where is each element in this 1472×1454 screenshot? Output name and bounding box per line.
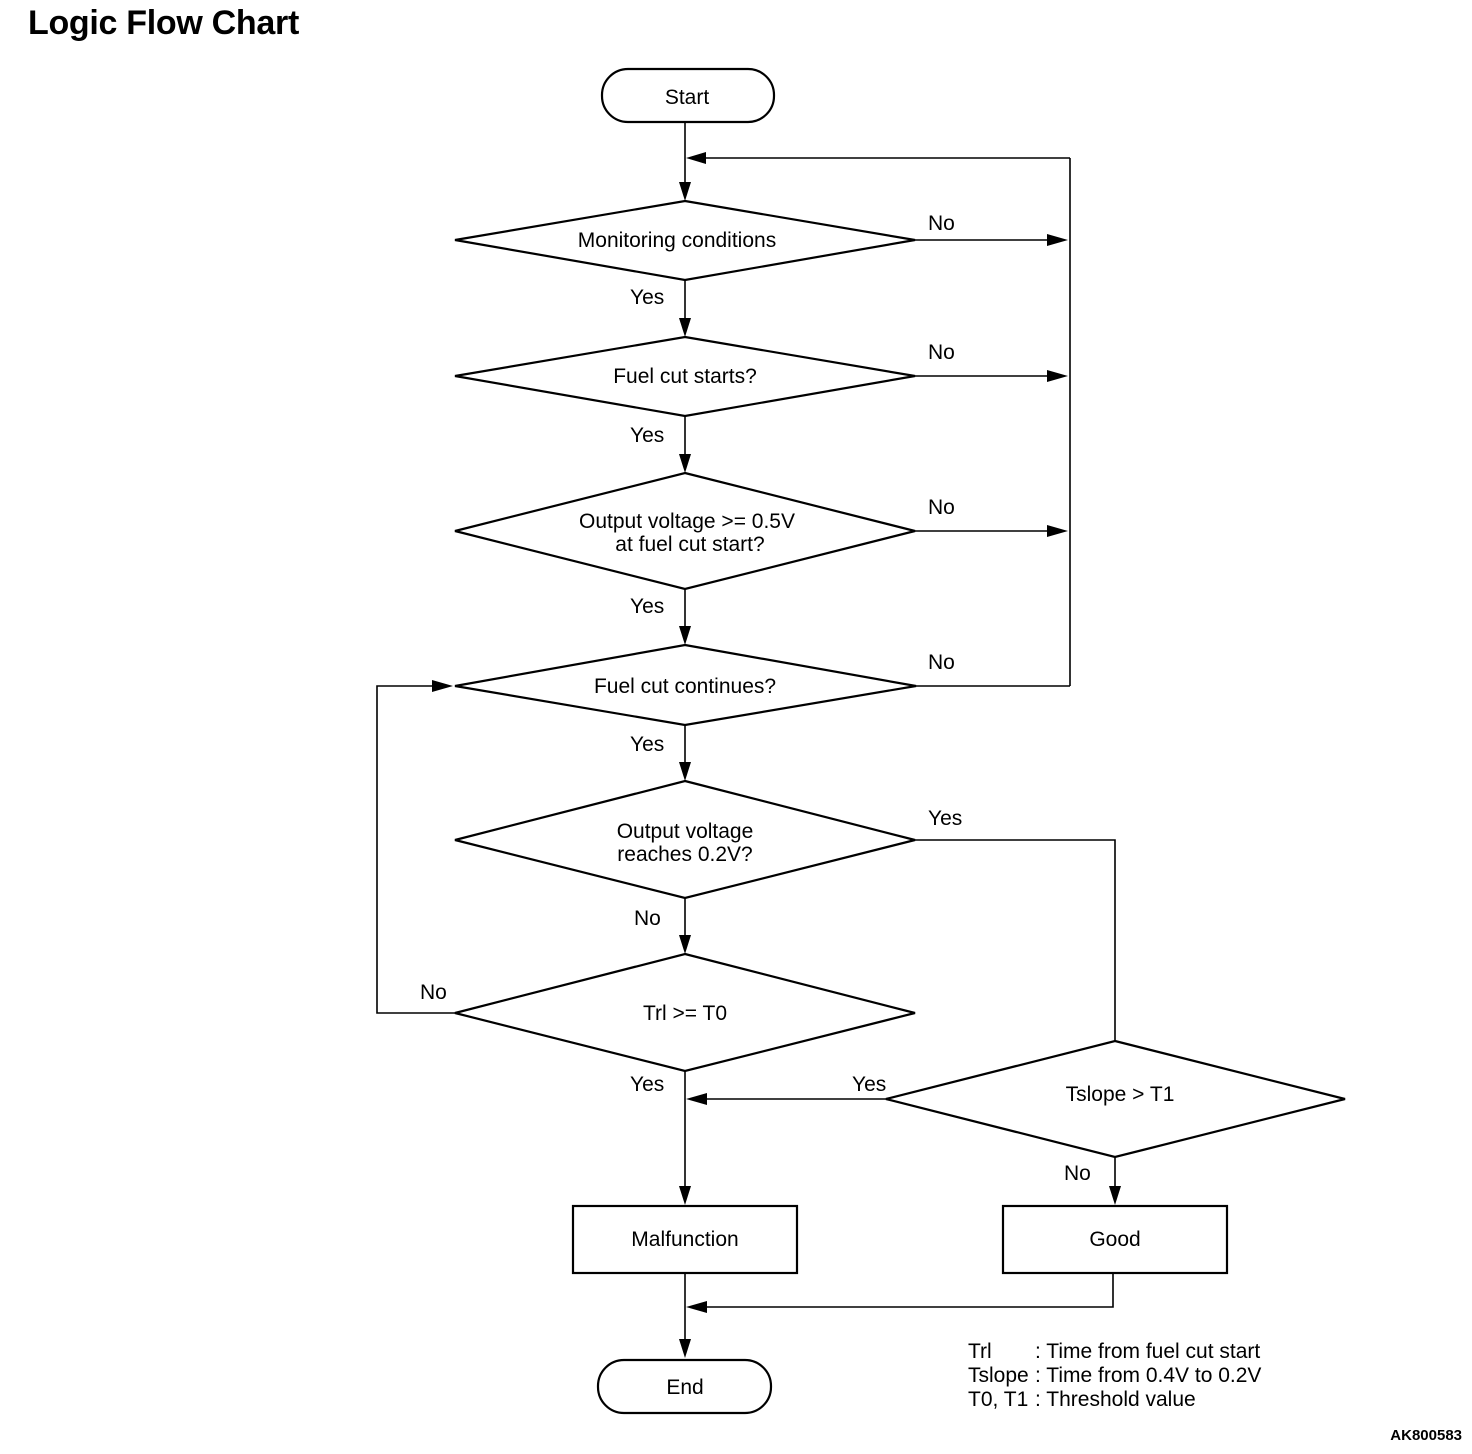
- monitoring-yes-label: Yes: [630, 286, 664, 309]
- page-title: Logic Flow Chart: [28, 4, 299, 42]
- end-terminal: End: [596, 1358, 773, 1415]
- connector-trl-t0-no: [376, 685, 455, 1014]
- decision-fuel-cut-starts: Fuel cut starts?: [454, 335, 916, 418]
- decision-fuel-cut-continues: Fuel cut continues?: [454, 643, 917, 727]
- reaches-02-label-line1: Output voltage: [617, 820, 754, 843]
- decision-output-voltage-reaches-02: Output voltage reaches 0.2V?: [454, 779, 916, 900]
- fuel-cut-continues-label: Fuel cut continues?: [594, 675, 776, 698]
- reference-code: AK800583: [1390, 1427, 1462, 1444]
- arrowhead-good-merge: [686, 1301, 707, 1313]
- arrowhead-into-fuel-cut-starts: [679, 318, 691, 337]
- connector-reaches-02-yes: [915, 839, 1116, 1041]
- connectors: [376, 122, 1121, 1358]
- trl-t0-label: Trl >= T0: [643, 1002, 727, 1025]
- decision-tslope-t1: Tslope > T1: [885, 1039, 1346, 1159]
- arrowhead-loopback-left: [432, 680, 453, 692]
- decision-trl-t0: Trl >= T0: [454, 952, 916, 1073]
- output-voltage-05-yes-label: Yes: [630, 595, 664, 618]
- arrowhead-tslope-t1-yes: [686, 1093, 707, 1105]
- arrowhead-into-malfunction: [679, 1186, 691, 1205]
- reaches-02-yes-label: Yes: [928, 807, 962, 830]
- trl-t0-no-label: No: [420, 981, 447, 1004]
- legend-term-tslope: Tslope: [968, 1364, 1029, 1387]
- output-voltage-05-label-line1: Output voltage >= 0.5V: [579, 510, 795, 533]
- fuel-cut-starts-yes-label: Yes: [630, 424, 664, 447]
- good-label: Good: [1089, 1228, 1140, 1251]
- fuel-cut-continues-no-label: No: [928, 651, 955, 674]
- arrowhead-monitoring-no: [1047, 234, 1068, 246]
- tslope-t1-label: Tslope > T1: [1066, 1083, 1175, 1106]
- process-malfunction: Malfunction: [571, 1204, 799, 1275]
- connector-good-to-end: [704, 1273, 1114, 1308]
- arrowhead-loopback-top: [686, 152, 706, 164]
- arrowhead-into-output-voltage-05: [679, 454, 691, 473]
- end-label: End: [666, 1376, 703, 1399]
- trl-t0-yes-label: Yes: [630, 1073, 664, 1096]
- legend: Trl : Time from fuel cut start Tslope : …: [968, 1340, 1261, 1411]
- decision-output-voltage-05: Output voltage >= 0.5V at fuel cut start…: [454, 471, 916, 591]
- legend-desc-tslope: : Time from 0.4V to 0.2V: [1035, 1364, 1261, 1387]
- legend-desc-trl: : Time from fuel cut start: [1035, 1340, 1260, 1363]
- monitoring-no-label: No: [928, 212, 955, 235]
- branch-labels: No Yes No Yes No Yes No Yes Yes No No Ye…: [420, 212, 1091, 1185]
- arrowhead-into-reaches-02: [679, 762, 691, 781]
- arrowhead-into-end: [679, 1339, 691, 1358]
- legend-desc-t0-t1: : Threshold value: [1035, 1388, 1196, 1411]
- start-terminal: Start: [600, 67, 776, 124]
- arrowhead-fuel-cut-starts-no: [1047, 370, 1068, 382]
- fuel-cut-starts-label: Fuel cut starts?: [613, 365, 757, 388]
- process-good: Good: [1001, 1204, 1229, 1275]
- fuel-cut-starts-no-label: No: [928, 341, 955, 364]
- arrowhead-into-monitoring: [679, 182, 691, 201]
- fuel-cut-continues-yes-label: Yes: [630, 733, 664, 756]
- arrowhead-into-good: [1109, 1186, 1121, 1205]
- reaches-02-label-line2: reaches 0.2V?: [617, 843, 752, 866]
- output-voltage-05-label-line2: at fuel cut start?: [615, 533, 764, 556]
- legend-term-t0-t1: T0, T1: [968, 1388, 1028, 1411]
- decision-monitoring-conditions: Monitoring conditions: [454, 199, 916, 282]
- malfunction-label: Malfunction: [631, 1228, 738, 1251]
- arrowhead-output-voltage-05-no: [1047, 525, 1068, 537]
- start-label: Start: [665, 86, 710, 109]
- output-voltage-05-no-label: No: [928, 496, 955, 519]
- tslope-t1-no-label: No: [1064, 1162, 1091, 1185]
- arrowhead-into-trl-t0: [679, 935, 691, 954]
- arrowhead-into-fuel-cut-continues: [679, 626, 691, 645]
- legend-term-trl: Trl: [968, 1340, 992, 1363]
- tslope-t1-yes-label: Yes: [852, 1073, 886, 1096]
- monitoring-label: Monitoring conditions: [578, 229, 776, 252]
- reaches-02-no-label: No: [634, 907, 661, 930]
